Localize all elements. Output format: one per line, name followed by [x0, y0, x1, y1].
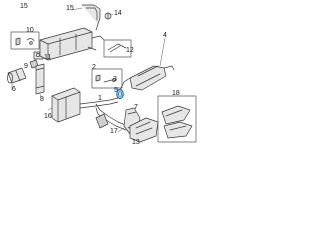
callout-8: 8: [40, 96, 44, 103]
part-4-converter: [119, 65, 175, 91]
callout-3: 3: [113, 76, 117, 83]
callout-1: 1: [98, 95, 102, 102]
callout-7: 7: [134, 104, 138, 111]
part-15-rear-pipe: [81, 4, 101, 31]
leader-lines: [11, 7, 166, 133]
part-6-pipe: [7, 67, 27, 84]
callout-10: 10: [26, 27, 34, 34]
callout-16: 16: [44, 113, 52, 120]
callout-11: 11: [44, 54, 52, 61]
callout-15: 15: [20, 3, 28, 10]
part-16-muffler: [51, 87, 81, 123]
muffler-assembly: [39, 27, 105, 61]
callout-12: 12: [126, 47, 134, 54]
part-17-bracket: [95, 113, 109, 129]
callout-4: 4: [163, 32, 167, 39]
callout-18: 18: [172, 90, 180, 97]
callout-17: 17: [110, 128, 118, 135]
part-12-box: [103, 39, 132, 58]
callout-15b: 15: [66, 5, 74, 12]
callout-14: 14: [114, 10, 122, 17]
parts-2-3-box: [91, 68, 123, 89]
part-10-box: [10, 31, 40, 50]
callout-5-highlighted: 5: [114, 87, 118, 94]
part-14-clamp: [104, 12, 112, 20]
callout-13: 13: [132, 139, 140, 146]
callout-9: 9: [24, 63, 28, 70]
callout-6: 6: [12, 86, 16, 93]
part-13-heat-shield: [129, 117, 159, 143]
callout-2: 2: [92, 64, 96, 71]
exhaust-system-diagram: [7, 4, 197, 143]
part-18-box: [157, 95, 197, 143]
part-8-pipe-section: [35, 63, 45, 95]
part-5-clamp-highlighted: [116, 88, 124, 100]
